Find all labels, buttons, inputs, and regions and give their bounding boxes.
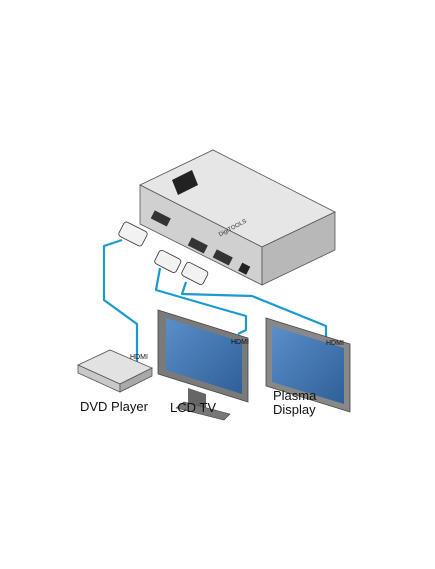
lcd-tv <box>157 309 249 421</box>
hdmi-plug-out-2 <box>181 261 209 285</box>
distribution-amplifier <box>139 149 336 286</box>
hdmi-input-port <box>150 210 171 227</box>
cable-lcd <box>154 267 248 335</box>
hdmi-plug-input <box>118 221 148 247</box>
dvd-player-label: DVD Player <box>80 399 148 414</box>
hdmi-plug-out-1 <box>154 249 182 273</box>
hdmi-cables <box>102 238 328 366</box>
brand-logo-icon <box>172 170 198 195</box>
hdmi-output-port-1 <box>187 237 208 254</box>
plasma-display-label: Plasma Display <box>273 389 316 417</box>
cable-plasma <box>180 281 328 342</box>
hdmi-plugs <box>118 221 209 285</box>
plasma-label-line-1: Plasma <box>273 388 317 403</box>
hdmi-label-plasma: HDMI <box>326 340 344 347</box>
hdmi-label-dvd: HDMI <box>130 354 148 361</box>
dvd-player <box>77 349 153 393</box>
lcd-tv-label: LCD TV <box>170 400 216 415</box>
power-jack <box>238 262 251 275</box>
hdmi-output-port-2 <box>212 249 233 266</box>
hdmi-label-lcd: HDMI <box>231 339 249 346</box>
plasma-label-line-2: Display <box>273 402 316 417</box>
cable-dvd <box>102 238 139 366</box>
plasma-display <box>265 317 351 413</box>
